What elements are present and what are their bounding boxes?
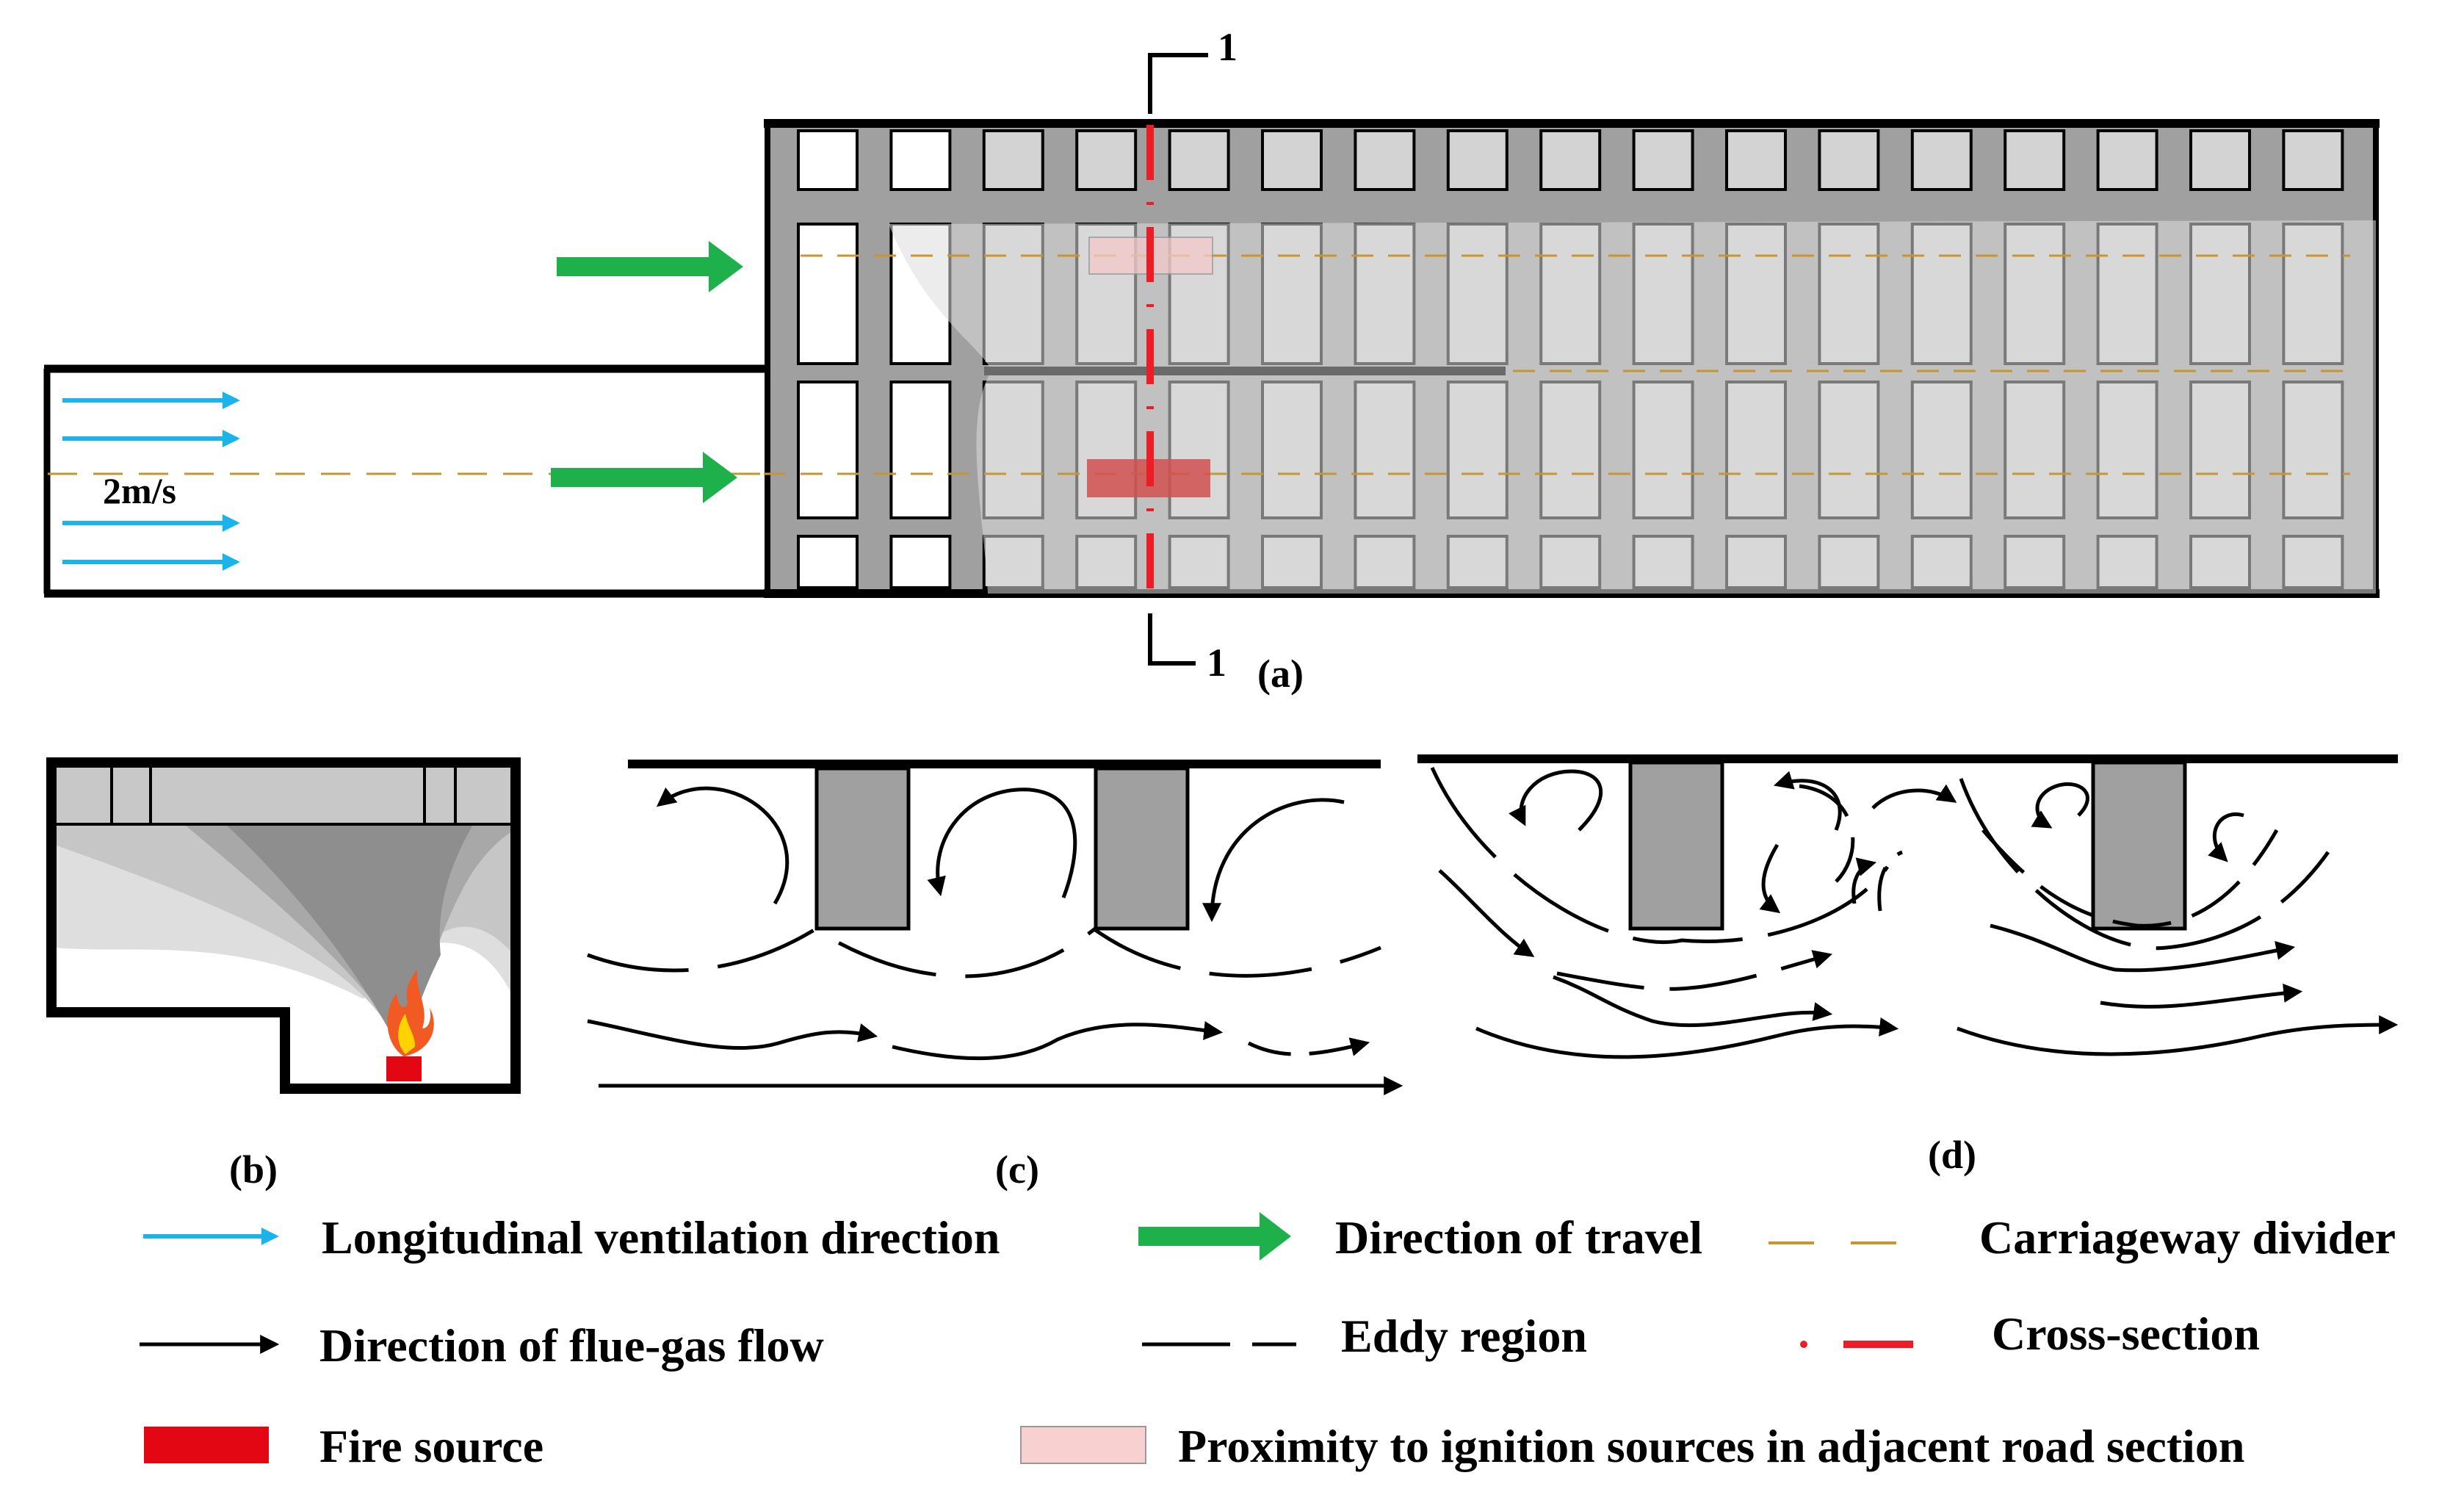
beam-4 <box>2091 760 2187 931</box>
ventilation-cell <box>1725 129 1787 191</box>
section-mark-top: 1 <box>1218 25 1238 69</box>
panel-a-label: (a) <box>1257 652 1304 696</box>
panel-b: (b) <box>46 757 521 1192</box>
ventilation-cell <box>889 129 952 191</box>
ventilation-cell <box>1261 129 1323 191</box>
wind-speed-label: 2m/s <box>103 470 176 511</box>
ventilation-cell <box>982 129 1044 191</box>
ventilation-cell <box>2282 129 2344 191</box>
legend-proximity-swatch <box>1020 1426 1146 1464</box>
ventilation-arrows <box>62 392 240 571</box>
legend-eddy: Eddy region <box>1341 1310 1587 1362</box>
panel-a: 2m/s <box>43 25 2380 696</box>
legend-flue-gas: Direction of flue-gas flow <box>319 1319 824 1372</box>
beam-1 <box>814 766 911 931</box>
ventilation-cell <box>2096 129 2158 191</box>
approach-tunnel <box>43 364 767 598</box>
ventilation-cell <box>2189 129 2251 191</box>
ventilation-cell <box>797 381 859 519</box>
ventilation-cell <box>1539 129 1602 191</box>
ventilation-cell <box>797 535 859 589</box>
ventilation-cell <box>797 129 859 191</box>
ventilation-cell <box>889 381 952 519</box>
section-mark-bottom: 1 <box>1207 641 1226 685</box>
legend-fire-swatch <box>144 1427 269 1463</box>
section-marks <box>1148 53 1208 666</box>
panel-d: (d) <box>1417 754 2399 1177</box>
panel-c-label: (c) <box>995 1147 1039 1192</box>
ventilation-cell <box>2004 129 2066 191</box>
fire-source <box>386 1056 422 1081</box>
legend-fire-source: Fire source <box>319 1420 543 1472</box>
ventilation-cell <box>889 535 952 589</box>
legend-longitudinal: Longitudinal ventilation direction <box>322 1211 1000 1264</box>
ventilation-cell <box>1075 129 1138 191</box>
ventilation-cell <box>1354 129 1416 191</box>
panel-d-label: (d) <box>1928 1133 1976 1177</box>
beam-2 <box>1094 766 1190 931</box>
panel-b-label: (b) <box>229 1147 278 1192</box>
legend: Longitudinal ventilation direction Direc… <box>140 1211 2396 1472</box>
ventilation-cell <box>797 223 859 365</box>
carriageway-dividers-shaft <box>764 254 2350 475</box>
ventilation-cell <box>1446 129 1509 191</box>
tunnel-section-outline <box>46 757 521 1094</box>
legend-travel: Direction of travel <box>1335 1211 1702 1264</box>
legend-cross-section: Cross-section <box>1992 1308 2260 1360</box>
ventilation-cell <box>1632 129 1694 191</box>
legend-cross-section-dot <box>1800 1341 1807 1348</box>
ventilation-cell <box>1910 129 1973 191</box>
smoke-spread-region <box>889 220 2376 594</box>
ventilation-cell <box>1818 129 1880 191</box>
beam-3 <box>1628 760 1724 931</box>
panel-c: (c) <box>587 760 1403 1192</box>
legend-divider: Carriageway divider <box>1979 1211 2396 1264</box>
legend-travel-arrow <box>1138 1212 1291 1261</box>
legend-proximity: Proximity to ignition sources in adjacen… <box>1178 1420 2244 1472</box>
travel-arrows <box>551 241 743 503</box>
ventilation-cell <box>1168 129 1230 191</box>
